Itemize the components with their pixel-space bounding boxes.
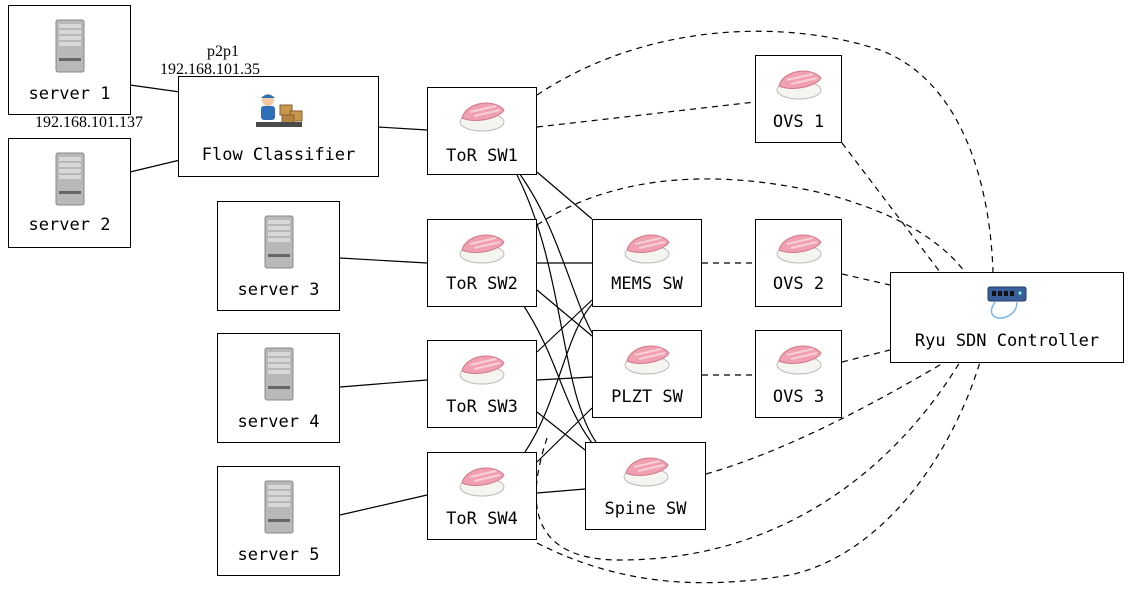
sushi-switch-icon [773,339,825,382]
sushi-switch-icon [773,228,825,271]
server-tower-icon [262,479,296,540]
link-server5-tor4 [339,494,428,516]
sushi-switch-icon [773,64,825,107]
link-tor1-ovs1 [536,101,756,128]
server-1-label: server 1 [28,84,111,104]
sushi-switch-icon [456,96,508,139]
tor-sw4-node[interactable]: ToR SW4 [427,452,537,540]
link-server2-classifier [129,159,181,173]
link-spine-controller [705,361,946,475]
tor-sw4-label: ToR SW4 [446,509,518,529]
ovs-2-label: OVS 2 [772,274,825,294]
link-ovs3-controller [841,349,891,363]
server-5-label: server 5 [237,545,320,565]
server-1-node[interactable]: server 1 [8,5,131,115]
server-3-node[interactable]: server 3 [217,201,340,311]
tor-sw3-label: ToR SW3 [446,397,518,417]
server-tower-icon [53,18,87,79]
link-tor1-plzt [518,172,596,339]
link-tor4-spine [536,488,586,494]
flow-classifier-label: Flow Classifier [201,145,356,165]
link-classifier-tor1 [377,126,428,131]
link-tor3-plzt [536,376,593,381]
server-2-label: server 2 [28,215,111,235]
link-tor1-spine [516,174,597,443]
mems-sw-label: MEMS SW [611,274,683,294]
plzt-sw-node[interactable]: PLZT SW [592,330,702,418]
ryu-sdn-controller-label: Ryu SDN Controller [914,331,1100,351]
em2-ip-address: 192.168.101.137 [35,114,143,131]
server-tower-icon [262,346,296,407]
spine-sw-node[interactable]: Spine SW [585,442,706,530]
plzt-sw-label: PLZT SW [611,387,683,407]
link-tor1-mems [536,171,593,220]
link-tor3-spine [536,411,586,451]
link-tor4-plzt [536,407,593,463]
tor-sw2-node[interactable]: ToR SW2 [427,219,537,307]
server-2-node[interactable]: server 2 [8,138,131,248]
server-tower-icon [53,151,87,212]
link-tor4-mems [524,299,597,453]
ovs-1-label: OVS 1 [772,112,825,132]
sushi-switch-icon [621,339,673,382]
ovs-2-node[interactable]: OVS 2 [755,219,842,307]
link-server1-classifier [129,84,181,93]
server-4-node[interactable]: server 4 [217,333,340,443]
sushi-switch-icon [620,451,672,494]
link-tor2-controller [536,178,966,273]
ovs-1-node[interactable]: OVS 1 [755,55,842,143]
p2p1-interface-name: p2p1 [207,43,239,60]
link-tor2-plzt [536,289,593,337]
tor-sw3-node[interactable]: ToR SW3 [427,340,537,428]
network-switch-device-icon [982,283,1032,328]
link-ovs1-controller [841,142,941,273]
worker-with-boxes-icon [254,91,304,134]
sushi-switch-icon [456,461,508,504]
link-ovs2-controller [841,273,891,286]
ryu-sdn-controller-node[interactable]: Ryu SDN Controller [890,272,1124,363]
flow-classifier-node[interactable]: Flow Classifier [178,76,379,177]
link-server4-tor3 [339,379,428,388]
server-5-node[interactable]: server 5 [217,466,340,576]
sushi-switch-icon [456,349,508,392]
tor-sw2-label: ToR SW2 [446,274,518,294]
tor-sw1-label: ToR SW1 [446,146,518,166]
link-tor1-controller [536,30,994,273]
sushi-switch-icon [621,228,673,271]
link-tor4-controller [536,361,981,584]
sushi-switch-icon [456,228,508,271]
p2p1-ip-address: 192.168.101.35 [160,61,260,78]
link-tor3-mems [536,299,593,353]
mems-sw-node[interactable]: MEMS SW [592,219,702,307]
tor-sw1-node[interactable]: ToR SW1 [427,87,537,175]
ovs-3-node[interactable]: OVS 3 [755,330,842,418]
ovs-3-label: OVS 3 [772,387,825,407]
server-3-label: server 3 [237,280,320,300]
spine-sw-label: Spine SW [604,499,687,519]
link-server3-tor2 [339,257,428,264]
server-4-label: server 4 [237,412,320,432]
server-tower-icon [262,214,296,275]
